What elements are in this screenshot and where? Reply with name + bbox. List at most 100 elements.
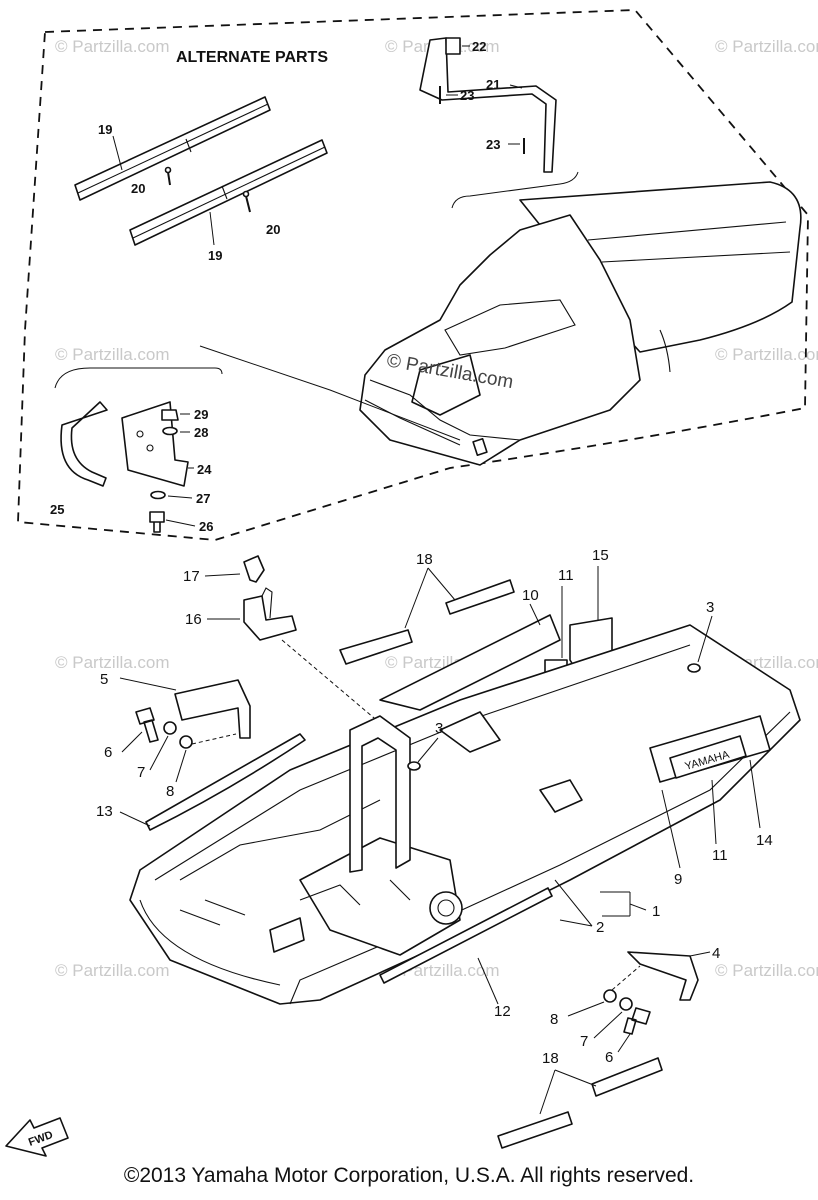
callout-27: 27 xyxy=(196,491,210,506)
callout-11: 11 xyxy=(712,847,728,864)
callout-12: 12 xyxy=(494,1003,511,1020)
strap-25 xyxy=(60,401,108,487)
washer-27 xyxy=(150,490,166,500)
washer-7 xyxy=(619,997,633,1011)
nut-29 xyxy=(161,409,179,421)
nut-3 xyxy=(407,761,421,771)
screw-20 xyxy=(164,166,172,186)
leader-line xyxy=(539,1069,597,1115)
leader-line xyxy=(567,1001,605,1017)
bolt-26 xyxy=(149,511,165,533)
frame-1 xyxy=(129,624,801,1005)
bolt-6 xyxy=(135,707,159,743)
callout-10: 10 xyxy=(522,587,539,604)
watermark: © Partzilla.com xyxy=(715,345,818,364)
fitting-17 xyxy=(243,555,265,583)
callout-3: 3 xyxy=(706,599,714,616)
leader-line xyxy=(593,1011,623,1039)
leader-line xyxy=(209,211,215,246)
leader-line xyxy=(611,965,641,991)
bracket-5 xyxy=(174,679,251,739)
leader-line xyxy=(477,957,499,1005)
callout-2: 2 xyxy=(596,919,604,936)
leader-line xyxy=(149,735,169,771)
leader-line xyxy=(661,789,681,869)
leader-line xyxy=(509,84,523,89)
callout-23: 23 xyxy=(460,88,474,103)
callout-7: 7 xyxy=(137,764,145,781)
leader-line xyxy=(119,811,151,827)
rail-19-lower xyxy=(129,139,328,246)
callout-21: 21 xyxy=(486,77,500,92)
bracket-line xyxy=(54,367,223,389)
callout-23: 23 xyxy=(486,137,500,152)
callout-7: 7 xyxy=(580,1033,588,1050)
panel-10 xyxy=(379,614,561,711)
leader-line xyxy=(204,573,241,577)
leader-line xyxy=(554,879,593,927)
bolt-6 xyxy=(623,1007,651,1035)
callout-24: 24 xyxy=(197,462,212,477)
callout-20: 20 xyxy=(266,222,280,237)
bracket-4 xyxy=(627,951,699,1001)
leader-line xyxy=(112,135,123,171)
leader-line xyxy=(175,749,187,783)
callout-4: 4 xyxy=(712,945,720,962)
callout-14: 14 xyxy=(756,832,773,849)
washer-7 xyxy=(163,721,177,735)
bracket-24 xyxy=(121,401,189,487)
rail-19-upper xyxy=(74,96,271,201)
leader-line xyxy=(749,759,761,829)
rail-13 xyxy=(145,733,306,831)
callout-28: 28 xyxy=(194,425,208,440)
callout-18: 18 xyxy=(416,551,433,568)
leader-line xyxy=(119,677,177,691)
callout-13: 13 xyxy=(96,803,113,820)
fwd-arrow: FWD xyxy=(5,1117,69,1157)
callout-8: 8 xyxy=(166,783,174,800)
rail-18-lower xyxy=(497,1057,663,1149)
bracket-line xyxy=(451,171,579,209)
leader-line xyxy=(417,737,439,763)
callout-3: 3 xyxy=(435,720,443,737)
callout-15: 15 xyxy=(592,547,609,564)
callout-5: 5 xyxy=(100,671,108,688)
alternate-parts-title: ALTERNATE PARTS xyxy=(176,49,328,66)
washer-28 xyxy=(162,426,178,436)
leader-line xyxy=(711,779,717,845)
callout-6: 6 xyxy=(104,744,112,761)
leader-line xyxy=(689,951,711,957)
grab-handle-21 xyxy=(419,37,557,173)
leader-line xyxy=(199,345,461,441)
rail-12 xyxy=(379,887,553,984)
leader-line xyxy=(404,567,456,629)
callout-8: 8 xyxy=(550,1011,558,1028)
callout-20: 20 xyxy=(131,181,145,196)
callout-17: 17 xyxy=(183,568,200,585)
bracket-16 xyxy=(243,587,297,641)
leader-line xyxy=(697,615,713,663)
leader-line xyxy=(121,731,143,753)
callout-29: 29 xyxy=(194,407,208,422)
leader-line xyxy=(529,603,541,626)
callout-11: 11 xyxy=(558,567,574,584)
watermark: © Partzilla.com xyxy=(55,345,170,364)
callout-26: 26 xyxy=(199,519,213,534)
washer-8 xyxy=(603,989,617,1003)
leader-line xyxy=(600,891,647,917)
callout-16: 16 xyxy=(185,611,202,628)
watermark: © Partzilla.com xyxy=(715,961,818,980)
leader-line xyxy=(167,495,193,499)
callout-19: 19 xyxy=(208,248,222,263)
washer-8 xyxy=(179,735,193,749)
callout-18: 18 xyxy=(542,1050,559,1067)
alternate-parts-boundary xyxy=(17,9,809,541)
watermark: © Partzilla.com xyxy=(55,961,170,980)
callout-6: 6 xyxy=(605,1049,613,1066)
rail-18-upper xyxy=(339,579,515,665)
leader-line xyxy=(191,733,237,745)
callout-25: 25 xyxy=(50,502,64,517)
callout-22: 22 xyxy=(472,39,486,54)
decal-11-yamaha xyxy=(669,735,747,779)
